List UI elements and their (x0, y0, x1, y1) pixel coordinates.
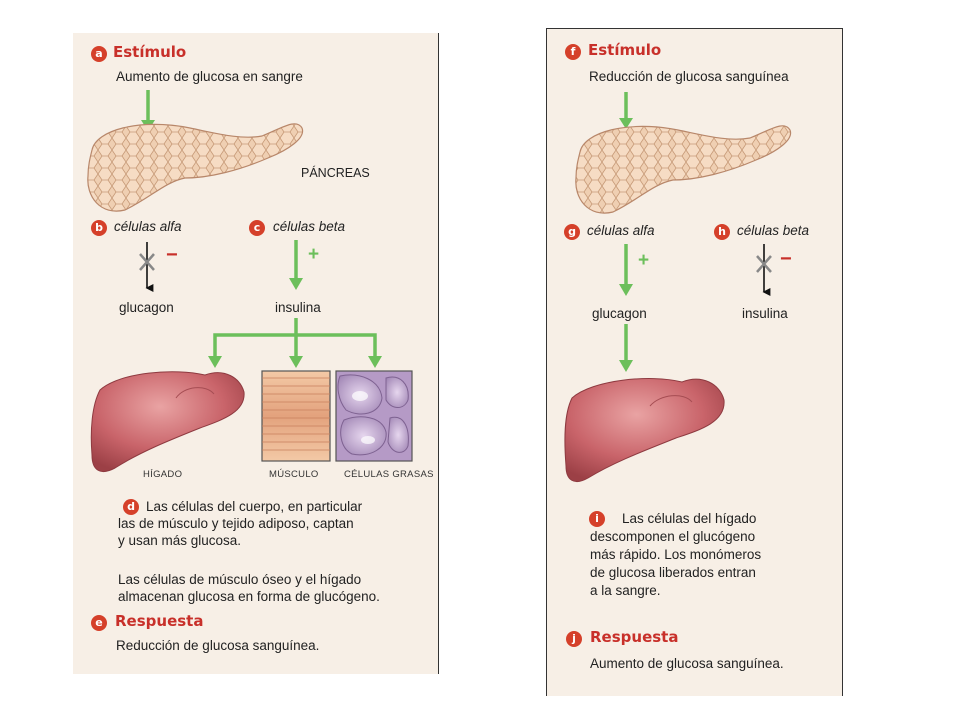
alpha-cells-label-left: células alfa (114, 219, 182, 234)
insulin-label-left: insulina (275, 300, 321, 315)
effect-line-4-left: Las células de músculo óseo y el hígado (118, 572, 362, 587)
step-badge-d: d (123, 499, 139, 515)
minus-sign-right: − (780, 248, 792, 270)
muscle-label: MÚSCULO (269, 469, 319, 480)
step-badge-f: f (565, 44, 581, 60)
liver-right (564, 378, 725, 482)
step-badge-i: i (589, 511, 605, 527)
pancreas-left (87, 123, 304, 212)
effect-line-1-left: Las células del cuerpo, en particular (146, 499, 363, 514)
stimulus-text-right: Reducción de glucosa sanguínea (589, 69, 789, 84)
response-heading-right: Respuesta (590, 628, 679, 646)
stimulus-heading-left: Estímulo (113, 43, 187, 61)
response-text-left: Reducción de glucosa sanguínea. (116, 638, 320, 653)
step-badge-a: a (91, 46, 107, 62)
step-badge-b: b (91, 220, 107, 236)
effect-line-5-right: a la sangre. (590, 583, 661, 598)
plus-sign-left: + (308, 244, 320, 265)
effect-line-2-left: las de músculo y tejido adiposo, captan (118, 516, 354, 531)
step-badge-c: c (249, 220, 265, 236)
step-badge-h: h (714, 224, 730, 240)
pancreas-right (575, 125, 792, 214)
step-badge-j: j (566, 631, 582, 647)
pancreas-label: PÁNCREAS (301, 166, 370, 180)
effect-line-3-right: más rápido. Los monómeros (590, 547, 762, 562)
step-badge-e: e (91, 615, 107, 631)
liver-left (90, 371, 245, 472)
beta-cells-label-right: células beta (737, 223, 810, 238)
effect-line-1-right: Las células del hígado (622, 511, 757, 526)
effect-line-3-left: y usan más glucosa. (118, 533, 242, 548)
step-badge-g: g (564, 224, 580, 240)
alpha-cells-label-right: células alfa (587, 223, 655, 238)
effect-line-2-right: descomponen el glucógeno (590, 529, 756, 544)
effect-line-5-left: almacenan glucosa en forma de glucógeno. (118, 589, 380, 604)
liver-label: HÍGADO (143, 469, 183, 480)
insulin-label-right: insulina (742, 306, 788, 321)
plus-sign-right: + (638, 250, 650, 271)
inhibit-x-icon (756, 255, 772, 273)
glucagon-label-left: glucagon (119, 300, 174, 315)
beta-cells-label-left: células beta (273, 219, 346, 234)
minus-sign-left: − (166, 244, 178, 266)
response-text-right: Aumento de glucosa sanguínea. (590, 656, 784, 671)
fat-cells-label: CÉLULAS GRASAS (344, 469, 434, 480)
muscle-tissue (261, 370, 331, 462)
stimulus-heading-right: Estímulo (588, 41, 662, 59)
effect-line-4-right: de glucosa liberados entran (590, 565, 756, 580)
response-heading-left: Respuesta (115, 612, 204, 630)
stimulus-text-left: Aumento de glucosa en sangre (116, 69, 303, 84)
glucagon-label-right: glucagon (592, 306, 647, 321)
inhibit-x-icon (139, 253, 155, 271)
